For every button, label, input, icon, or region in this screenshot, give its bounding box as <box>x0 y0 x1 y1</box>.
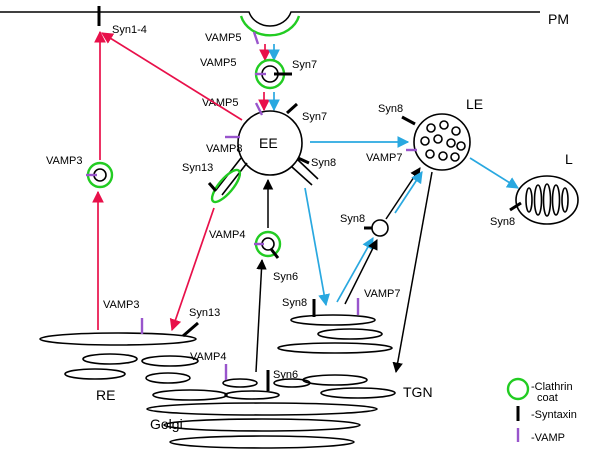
syn6-ves-label: Syn6 <box>273 271 298 283</box>
syn8-vesicle <box>364 219 389 237</box>
black-arrow <box>385 167 421 220</box>
red-arrow <box>100 32 243 121</box>
plasma-membrane: Syn1-4 PM <box>0 6 569 37</box>
blue-arrow <box>336 236 374 303</box>
clathrin-legend-icon <box>506 377 530 401</box>
syn8-ves-label: Syn8 <box>340 213 365 225</box>
syn8-tgn-label: Syn8 <box>282 297 307 309</box>
blue-arrow <box>394 171 423 214</box>
syn13-ee-label: Syn13 <box>182 162 213 174</box>
vamp7-le-label: VAMP7 <box>366 152 402 164</box>
legend-clathrin-label: -Clathrin <box>531 381 573 393</box>
syn8-ee-label: Syn8 <box>311 157 336 169</box>
syn8-le-label: Syn8 <box>378 103 403 115</box>
vamp7-tgn-label: VAMP7 <box>364 288 400 300</box>
l-label: L <box>565 151 573 167</box>
vamp4-golgi-label: VAMP4 <box>190 351 226 363</box>
re-label: RE <box>96 387 115 403</box>
legend-coat-label: coat <box>537 392 558 404</box>
vamp4-ves-label: VAMP4 <box>209 229 245 241</box>
ee-label: EE <box>259 135 278 151</box>
vamp3-re-label: VAMP3 <box>103 299 139 311</box>
vamp3-left-label: VAMP3 <box>46 155 82 167</box>
legend-syntaxin-label: -Syntaxin <box>531 409 577 421</box>
pm-label: PM <box>548 11 569 27</box>
vamp5-mid-label: VAMP5 <box>200 57 236 69</box>
syn7-ee-label: Syn7 <box>302 111 327 123</box>
syn7-mid-label: Syn7 <box>292 59 317 71</box>
le-label: LE <box>466 96 483 112</box>
lysosome <box>509 175 579 225</box>
legend: -Clathrin coat -Syntaxin -VAMP <box>506 377 577 444</box>
vamp-marker <box>252 31 260 45</box>
early-endosome: EE <box>207 102 319 204</box>
vamp8-ee-label: VAMP8 <box>206 143 242 155</box>
endocytic-vesicle <box>254 58 292 90</box>
black-arrow <box>255 258 267 373</box>
tgn <box>277 298 396 399</box>
syn1-4-label: Syn1-4 <box>112 24 147 36</box>
golgi-label: Golgi <box>150 416 183 432</box>
pm-clathrin-pit <box>239 15 301 37</box>
black-arrow <box>392 171 433 374</box>
recycling-endosome <box>39 318 199 384</box>
blue-arrow <box>469 157 520 189</box>
syn6-golgi-label: Syn6 <box>273 369 298 381</box>
tgn-label: TGN <box>403 384 433 400</box>
vamp4-syn6-vesicle <box>254 230 282 259</box>
syn13-re-label: Syn13 <box>189 307 220 319</box>
red-arrow <box>169 207 215 332</box>
syn8-l-label: Syn8 <box>490 216 515 228</box>
vamp5-top-label: VAMP5 <box>205 32 241 44</box>
golgi-stack <box>146 364 378 449</box>
blue-arrow <box>304 187 330 307</box>
late-endosome <box>401 113 471 171</box>
legend-vamp-label: -VAMP <box>531 432 565 444</box>
recycling-vesicle <box>86 161 114 189</box>
black-arrow <box>344 239 378 305</box>
